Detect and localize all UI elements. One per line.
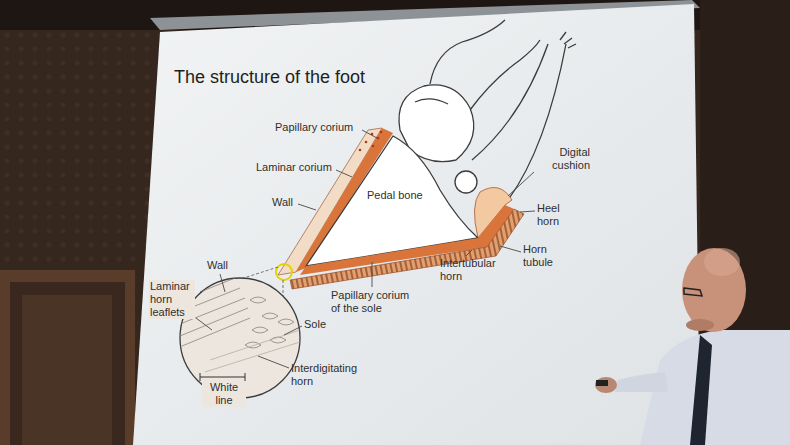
- part-label: Intertubular horn: [440, 257, 502, 283]
- part-label: Papillary corium of the sole: [331, 289, 419, 315]
- part-label: Pedal bone: [367, 189, 427, 202]
- label-anchor: Papillary corium of the sole: [331, 289, 419, 315]
- label-anchor: Interdigitating horn: [291, 362, 373, 388]
- label-anchor: Wall: [207, 259, 235, 272]
- label-anchor: Wall: [272, 196, 298, 209]
- label-anchor: Digital cushion: [534, 146, 590, 172]
- part-label: Papillary corium: [275, 121, 361, 134]
- label-anchor: Sole: [304, 318, 332, 331]
- part-label: Digital cushion: [534, 146, 590, 172]
- part-label: Horn tubule: [523, 243, 565, 269]
- part-label: Sole: [304, 318, 332, 331]
- slide-title: The structure of the foot: [174, 66, 365, 88]
- label-anchor: Intertubular horn: [440, 257, 502, 283]
- label-anchor: Papillary corium: [275, 121, 361, 134]
- part-label: White line: [202, 381, 246, 407]
- part-label: Laminar corium: [256, 161, 336, 174]
- part-label: Interdigitating horn: [291, 362, 373, 388]
- label-anchor: Pedal bone: [367, 189, 427, 202]
- label-anchor: Horn tubule: [523, 243, 565, 269]
- label-anchor: White line: [202, 381, 246, 407]
- label-anchor: The structure of the foot: [174, 66, 365, 88]
- part-label: Wall: [207, 259, 235, 272]
- part-label: Laminar horn leaflets: [149, 280, 195, 319]
- label-anchor: Laminar horn leaflets: [149, 280, 195, 319]
- part-label: Wall: [272, 196, 298, 209]
- label-anchor: Laminar corium: [256, 161, 336, 174]
- part-label: Heel horn: [537, 202, 571, 228]
- label-anchor: Heel horn: [537, 202, 571, 228]
